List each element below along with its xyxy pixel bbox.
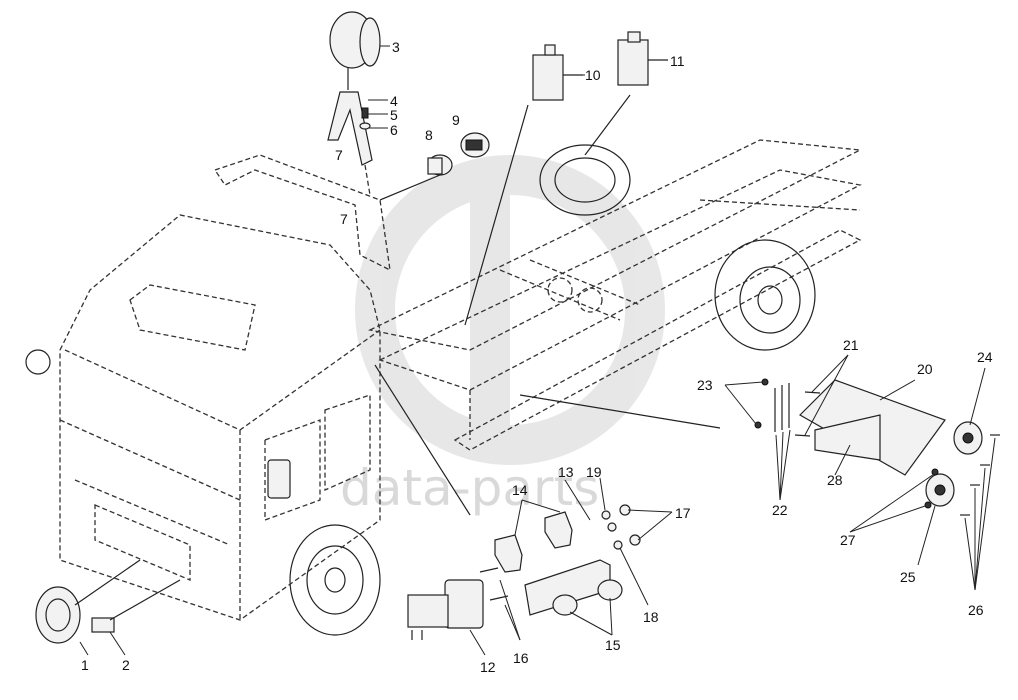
part-17-nuts <box>619 504 641 546</box>
part-9-connector <box>460 132 490 158</box>
callout-6: 6 <box>390 122 398 138</box>
leader-line <box>584 94 631 156</box>
callout-10: 10 <box>585 67 601 83</box>
part-20-lamp <box>799 379 946 476</box>
truck-cab <box>25 214 381 621</box>
callout-27: 27 <box>840 532 856 548</box>
callout-labels: 1 2 3 4 5 6 7 7 8 9 10 11 12 13 14 15 16… <box>81 39 993 675</box>
part-24-socket <box>953 421 983 455</box>
callout-19: 19 <box>586 464 602 480</box>
callout-20: 20 <box>917 361 933 377</box>
callout-7: 7 <box>335 147 343 163</box>
part-27-screws <box>924 468 939 509</box>
callout-23: 23 <box>697 377 713 393</box>
callout-5: 5 <box>390 107 398 123</box>
callout-4: 4 <box>390 93 398 109</box>
part-16-screws <box>479 567 509 601</box>
callout-3: 3 <box>392 39 400 55</box>
part-26-screws <box>960 434 1000 516</box>
callout-7-second: 7 <box>340 211 348 227</box>
callout-22: 22 <box>772 502 788 518</box>
part-12-relay <box>407 579 484 640</box>
callout-11: 11 <box>670 53 685 69</box>
part-15-nuts <box>552 579 623 616</box>
callout-1: 1 <box>81 657 89 673</box>
callout-8: 8 <box>425 127 433 143</box>
part-8-connector <box>427 154 453 176</box>
callout-24: 24 <box>977 349 993 365</box>
part-1-horn <box>35 559 141 644</box>
callout-28: 28 <box>827 472 843 488</box>
part-23-screws <box>754 378 769 429</box>
leader-line <box>519 394 721 429</box>
bracket-frame <box>213 154 391 272</box>
front-wheel <box>289 524 381 636</box>
leader-line <box>464 104 529 326</box>
part-2-switch <box>91 579 181 633</box>
rear-wheel-upper <box>539 144 631 216</box>
chassis-frame <box>367 139 863 451</box>
part-4-bracket <box>327 91 373 196</box>
leader-line <box>379 174 441 201</box>
watermark-text: data-parts <box>340 459 599 517</box>
callout-13: 13 <box>558 464 574 480</box>
part-11-valve <box>617 31 668 86</box>
part-10-valve <box>532 44 583 101</box>
callout-16: 16 <box>513 650 529 666</box>
callout-12: 12 <box>480 659 496 675</box>
callout-26: 26 <box>968 602 984 618</box>
part-6-washer <box>359 122 371 130</box>
callout-18: 18 <box>643 609 659 625</box>
part-18-washers <box>613 540 623 550</box>
part-14-bolts <box>494 511 573 573</box>
callout-25: 25 <box>900 569 916 585</box>
callout-9: 9 <box>452 112 460 128</box>
part-25-socket <box>925 473 955 507</box>
part-3-lamp <box>329 11 381 90</box>
part-21-screws <box>794 391 821 437</box>
callout-14: 14 <box>512 482 528 498</box>
callout-21: 21 <box>843 337 859 353</box>
part-13-plate <box>524 559 611 616</box>
callout-17: 17 <box>675 505 691 521</box>
part-22-screws <box>774 383 790 432</box>
part-19-washers <box>601 510 617 532</box>
callout-2: 2 <box>122 657 130 673</box>
callout-15: 15 <box>605 637 621 653</box>
leader-line <box>374 364 471 516</box>
rear-wheel-lower <box>714 239 816 351</box>
leader-lines <box>79 45 996 656</box>
part-5-bolt <box>361 107 369 119</box>
